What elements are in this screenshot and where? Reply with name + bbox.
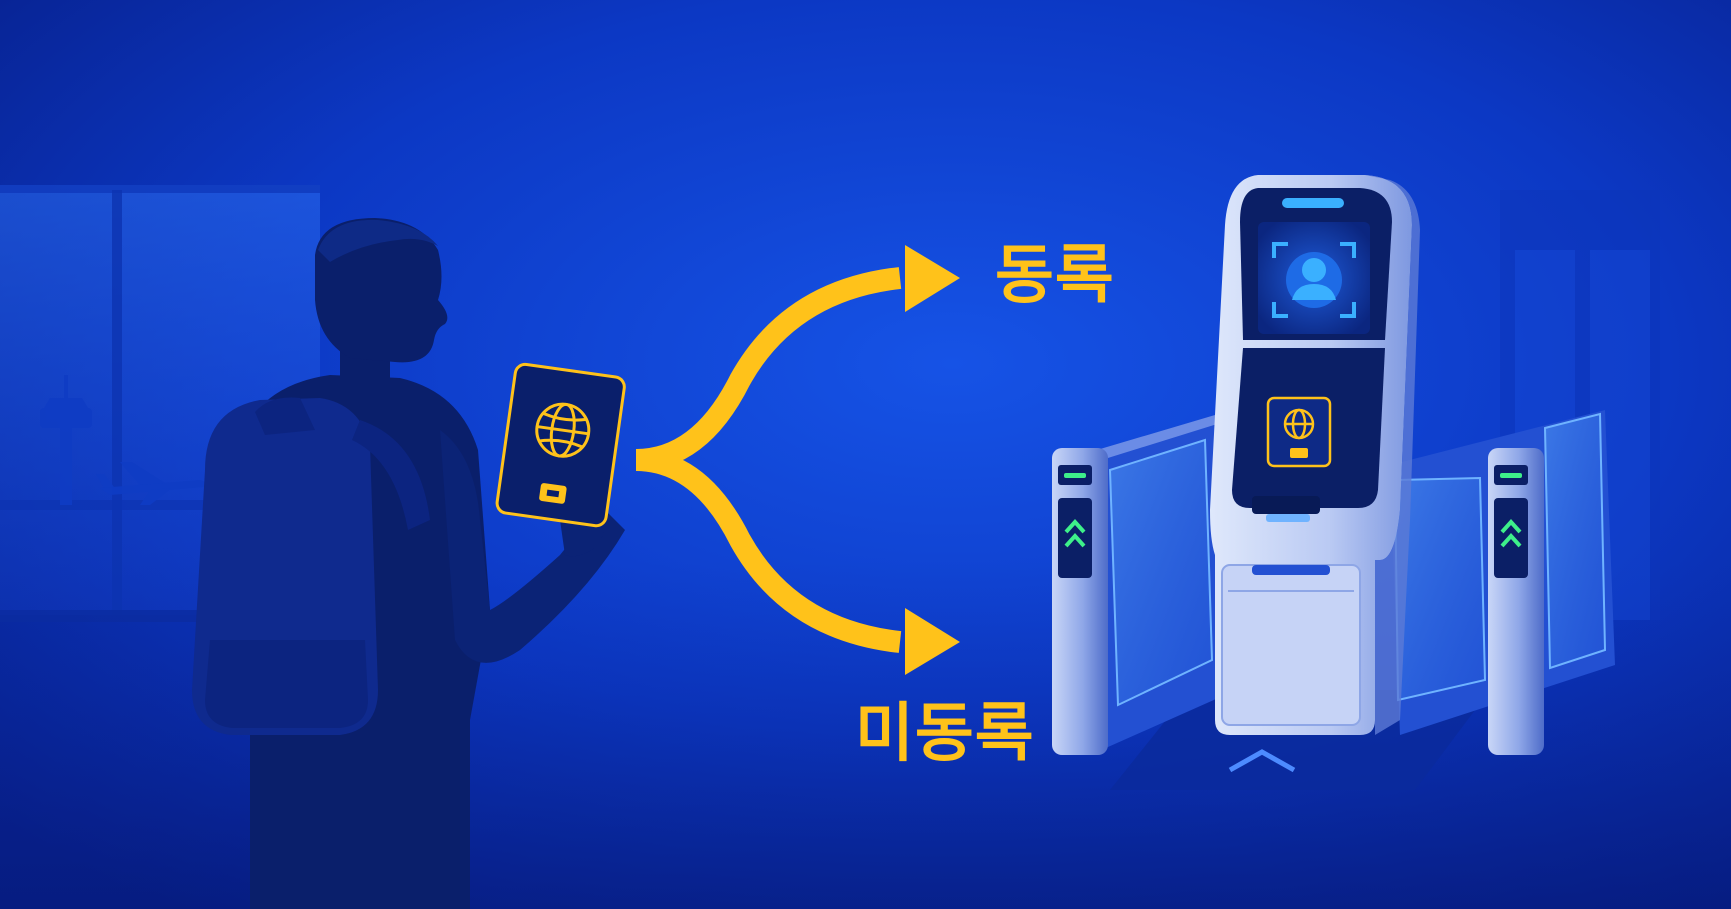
arrow-head-top — [905, 245, 960, 312]
passport — [495, 362, 626, 528]
left-gate — [1052, 415, 1230, 755]
control-tower — [40, 375, 92, 505]
biometric-kiosk — [1210, 175, 1420, 735]
arrow-head-bottom — [905, 608, 960, 675]
unregistered-label: 미동록 — [855, 697, 1035, 771]
right-gate — [1390, 410, 1615, 755]
airplane — [96, 462, 206, 505]
registered-label: 동록 — [995, 239, 1115, 313]
face-scan-icon — [1272, 242, 1356, 318]
traveler-silhouette — [192, 218, 625, 909]
globe-passport-icon — [535, 402, 591, 458]
double-chevron-up-icon — [1500, 519, 1522, 548]
double-chevron-up-icon — [1064, 519, 1086, 548]
decision-arrows — [635, 267, 902, 653]
